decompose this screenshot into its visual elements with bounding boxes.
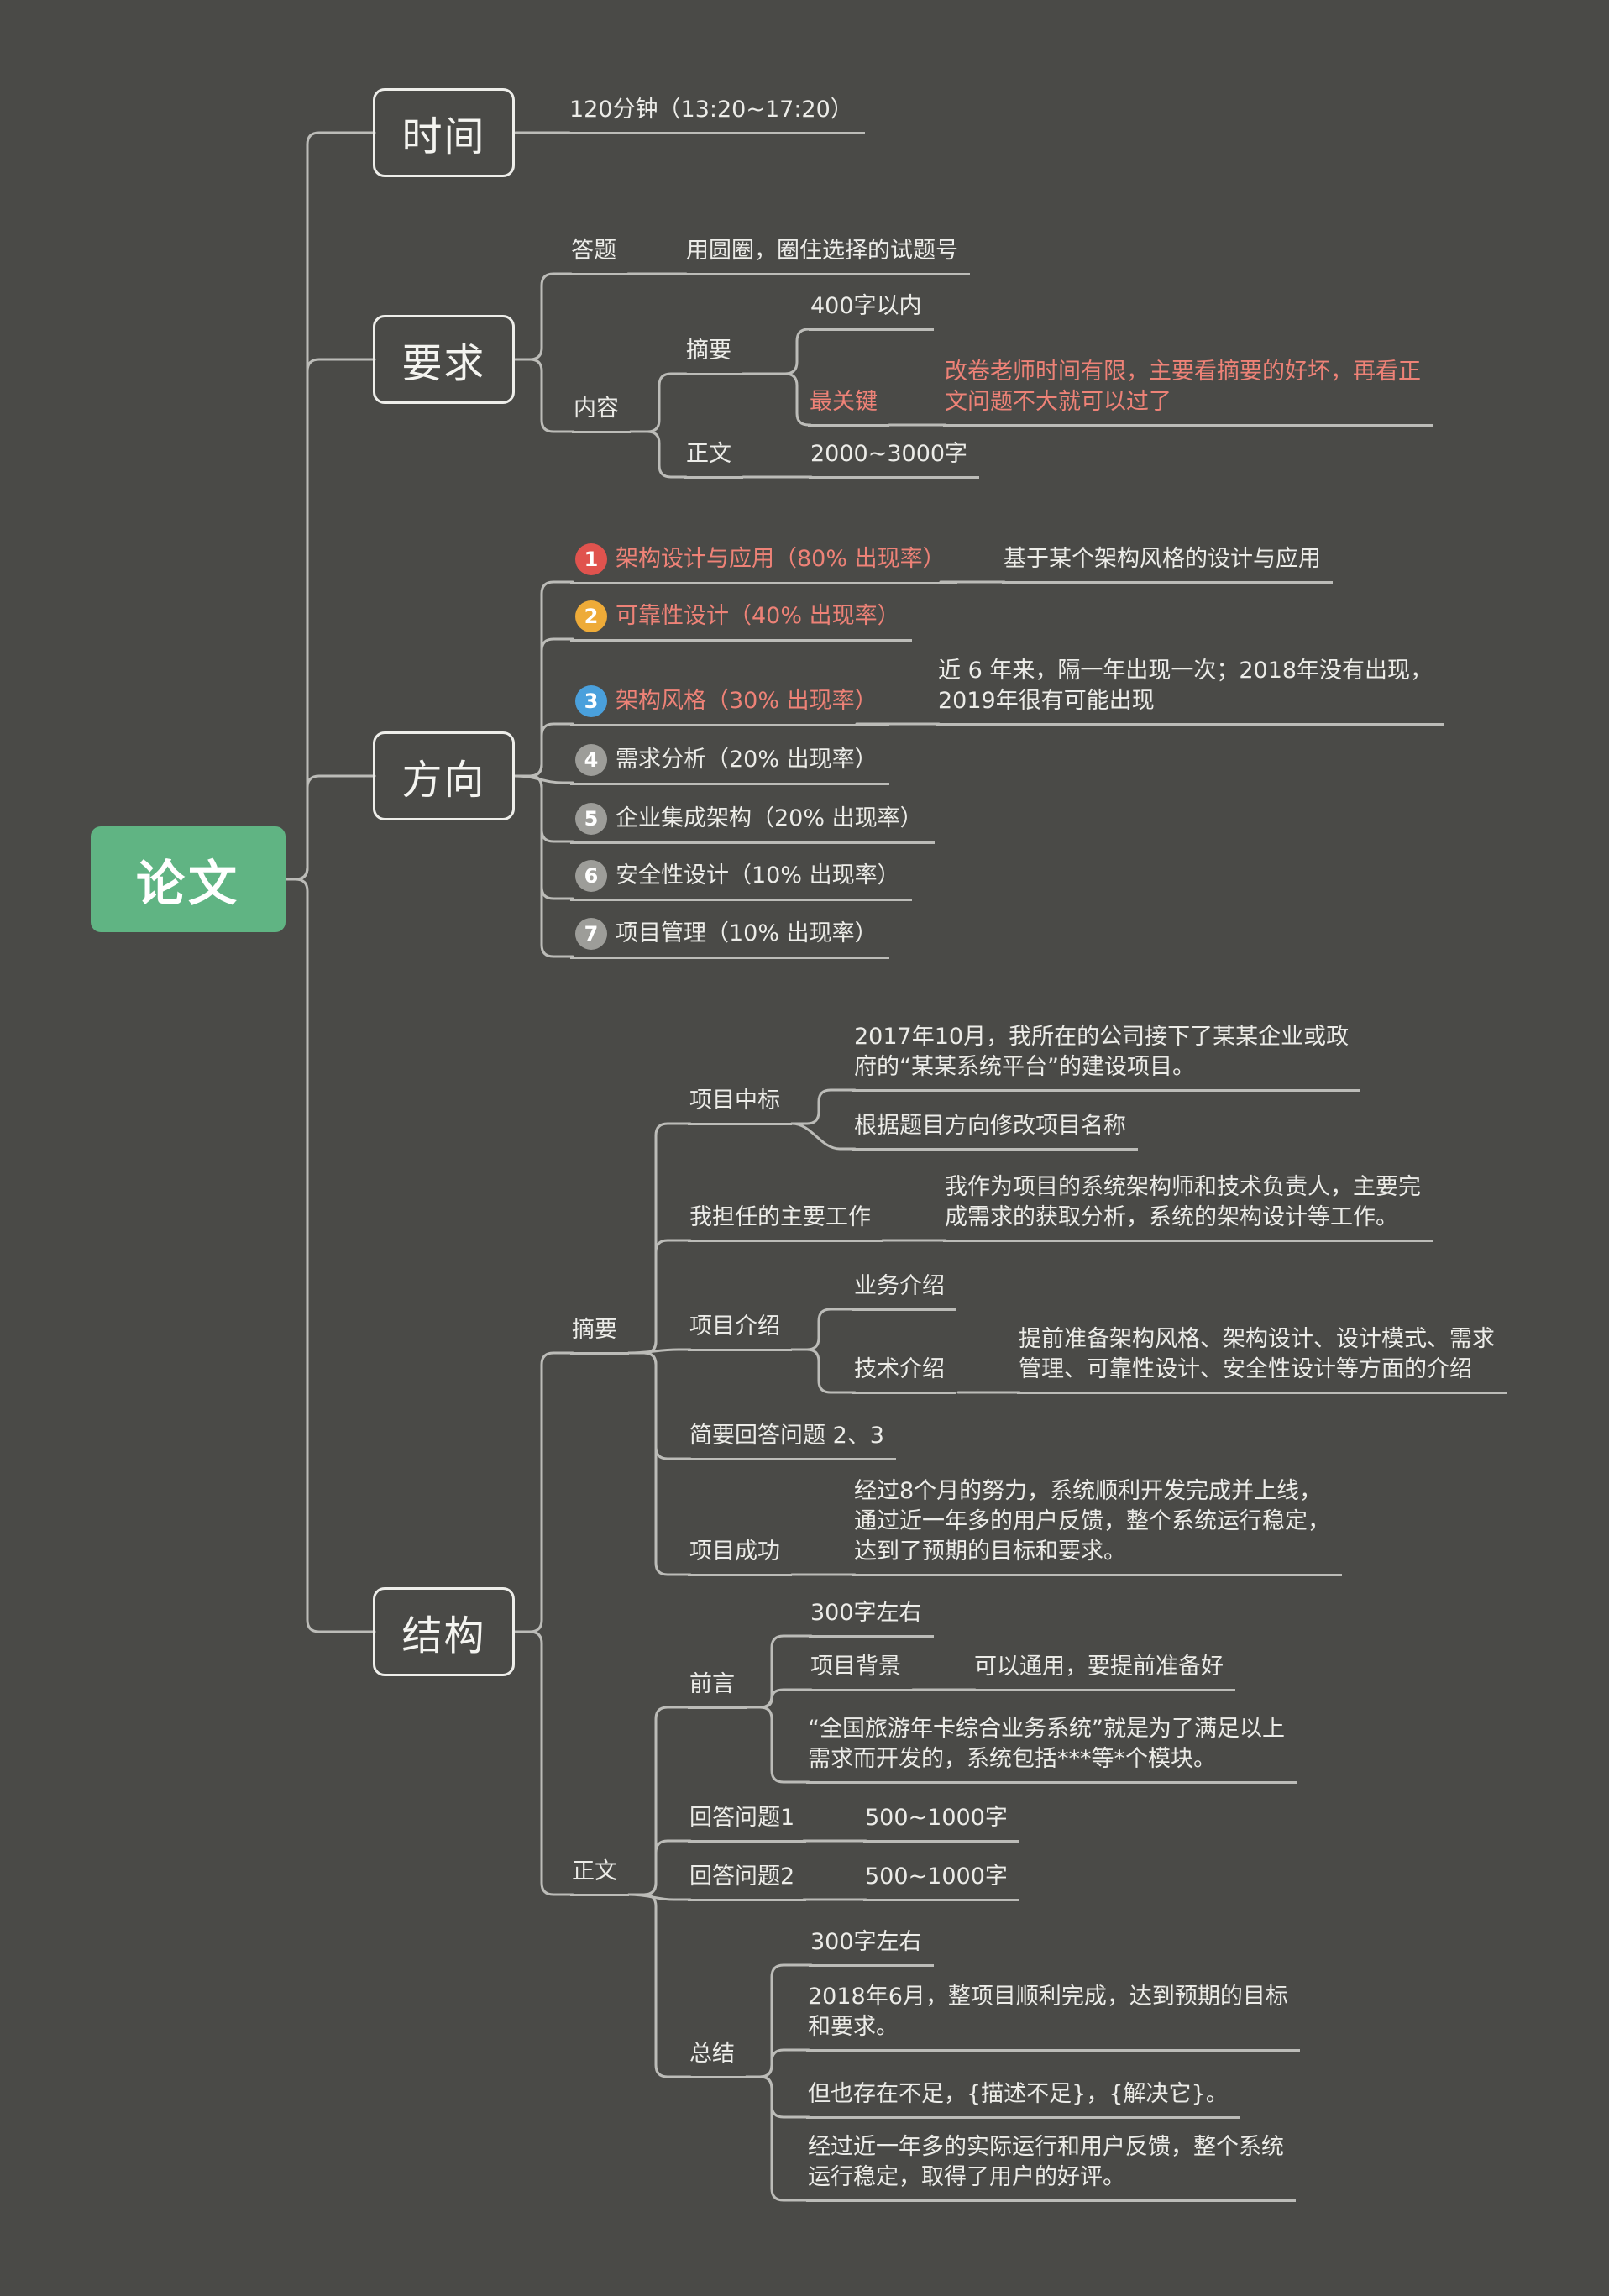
node-abstract-limit[interactable]: 400字以内 <box>809 291 934 331</box>
node-project-bid-note1[interactable]: 2017年10月，我所在的公司接下了某某企业或政 府的“某某系统平台”的建设项目… <box>852 1022 1361 1092</box>
branch-time[interactable]: 时间 <box>373 88 515 177</box>
direction-item-3[interactable]: 3 架构风格（30% 出现率） <box>570 685 889 726</box>
node-content[interactable]: 内容 <box>572 394 631 433</box>
direction-item-label: 架构设计与应用（80% 出现率） <box>616 546 946 572</box>
node-structure-abstract[interactable]: 摘要 <box>570 1315 629 1355</box>
direction-item-label: 企业集成架构（20% 出现率） <box>616 805 923 831</box>
node-direction-3-note[interactable]: 近 6 年来，隔一年出现一次；2018年没有出现， 2019年很有可能出现 <box>936 656 1445 726</box>
direction-item-label: 需求分析（20% 出现率） <box>616 747 878 773</box>
node-question2-length[interactable]: 500~1000字 <box>863 1862 1019 1901</box>
node-abstract-req[interactable]: 摘要 <box>684 336 743 375</box>
branch-structure[interactable]: 结构 <box>373 1587 515 1676</box>
node-key-point[interactable]: 最关键 <box>808 387 889 427</box>
node-structure-body[interactable]: 正文 <box>570 1857 629 1896</box>
node-brief-answer[interactable]: 简要回答问题 2、3 <box>688 1421 896 1460</box>
direction-item-5[interactable]: 5 企业集成架构（20% 出现率） <box>570 803 935 844</box>
node-my-work[interactable]: 我担任的主要工作 <box>688 1203 883 1242</box>
item-number-badge: 7 <box>575 918 607 950</box>
node-tech-intro[interactable]: 技术介绍 <box>852 1355 956 1394</box>
node-project-success[interactable]: 项目成功 <box>688 1537 792 1576</box>
node-preface[interactable]: 前言 <box>688 1670 747 1709</box>
direction-item-label: 安全性设计（10% 出现率） <box>616 862 900 889</box>
node-project-background-note[interactable]: 可以通用，要提前准备好 <box>972 1652 1235 1691</box>
node-preface-example[interactable]: “全国旅游年卡综合业务系统”就是为了满足以上 需求而开发的，系统包括***等*个… <box>806 1714 1297 1784</box>
node-project-bid[interactable]: 项目中标 <box>688 1086 792 1125</box>
node-summary-note1[interactable]: 2018年6月，整项目顺利完成，达到预期的目标 和要求。 <box>806 1982 1300 2052</box>
node-project-background[interactable]: 项目背景 <box>809 1652 913 1691</box>
node-business-intro[interactable]: 业务介绍 <box>852 1271 956 1311</box>
item-number-badge: 2 <box>575 600 607 632</box>
node-question2[interactable]: 回答问题2 <box>688 1862 807 1901</box>
direction-item-4[interactable]: 4 需求分析（20% 出现率） <box>570 744 889 785</box>
node-preface-length[interactable]: 300字左右 <box>809 1598 934 1638</box>
item-number-badge: 5 <box>575 803 607 835</box>
node-summary[interactable]: 总结 <box>688 2039 747 2078</box>
direction-item-label: 架构风格（30% 出现率） <box>616 688 878 714</box>
node-question1-length[interactable]: 500~1000字 <box>863 1803 1019 1843</box>
direction-item-1[interactable]: 1 架构设计与应用（80% 出现率） <box>570 543 957 584</box>
item-number-badge: 3 <box>575 685 607 717</box>
node-body-limit[interactable]: 2000~3000字 <box>809 439 980 479</box>
node-tech-intro-note[interactable]: 提前准备架构风格、架构设计、设计模式、需求 管理、可靠性设计、安全性设计等方面的… <box>1017 1324 1507 1394</box>
direction-item-label: 可靠性设计（40% 出现率） <box>616 603 900 629</box>
node-project-bid-note2[interactable]: 根据题目方向修改项目名称 <box>852 1111 1138 1151</box>
node-project-success-note[interactable]: 经过8个月的努力，系统顺利开发完成并上线， 通过近一年多的用户反馈，整个系统运行… <box>852 1476 1342 1576</box>
node-question1[interactable]: 回答问题1 <box>688 1803 807 1843</box>
node-answer[interactable]: 答题 <box>569 236 628 275</box>
branch-requirements[interactable]: 要求 <box>373 315 515 404</box>
direction-item-7[interactable]: 7 项目管理（10% 出现率） <box>570 918 889 959</box>
node-summary-length[interactable]: 300字左右 <box>809 1927 934 1967</box>
item-number-badge: 1 <box>575 543 607 575</box>
node-summary-note3[interactable]: 经过近一年多的实际运行和用户反馈，整个系统 运行稳定，取得了用户的好评。 <box>806 2132 1296 2202</box>
item-number-badge: 6 <box>575 860 607 892</box>
node-direction-1-note[interactable]: 基于某个架构风格的设计与应用 <box>1002 544 1333 584</box>
item-number-badge: 4 <box>575 744 607 776</box>
node-answer-note[interactable]: 用圆圈，圈住选择的试题号 <box>684 236 970 275</box>
direction-item-label: 项目管理（10% 出现率） <box>616 920 878 946</box>
direction-item-2[interactable]: 2 可靠性设计（40% 出现率） <box>570 600 912 642</box>
node-body-req[interactable]: 正文 <box>684 439 743 479</box>
node-summary-note2[interactable]: 但也存在不足，{描述不足}，{解决它}。 <box>806 2079 1240 2119</box>
node-project-intro[interactable]: 项目介绍 <box>688 1312 792 1351</box>
root-topic[interactable]: 论文 <box>91 826 286 932</box>
node-key-point-note[interactable]: 改卷老师时间有限，主要看摘要的好坏，再看正 文问题不大就可以过了 <box>943 357 1433 427</box>
node-time-detail[interactable]: 120分钟（13:20~17:20） <box>568 95 865 134</box>
direction-item-6[interactable]: 6 安全性设计（10% 出现率） <box>570 860 912 901</box>
branch-directions[interactable]: 方向 <box>373 731 515 820</box>
node-my-work-note[interactable]: 我作为项目的系统架构师和技术负责人，主要完 成需求的获取分析，系统的架构设计等工… <box>943 1172 1433 1242</box>
